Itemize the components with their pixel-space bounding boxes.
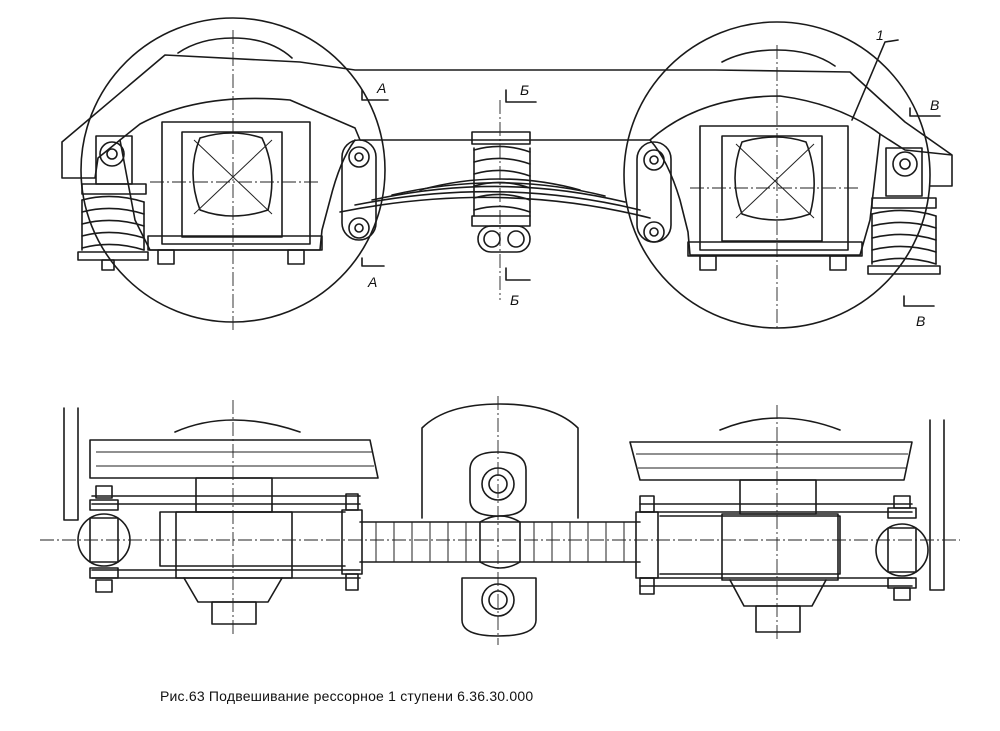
right-bolt-top	[639, 495, 655, 513]
section-marker-b: Б Б	[505, 82, 537, 308]
lower-tie-bar-left	[91, 569, 361, 579]
figure-caption: Рис.63 Подвешивание рессорное 1 ступени …	[160, 688, 534, 704]
left-bolt-top	[345, 493, 359, 511]
right-axle-box	[687, 125, 863, 271]
left-clamp	[341, 509, 363, 575]
upper-tie-bar-right	[639, 503, 913, 513]
svg-text:В: В	[930, 97, 939, 113]
beam-left	[159, 511, 346, 567]
central-leaf-spring-plan	[359, 515, 641, 569]
left-spring-bolt-bottom	[95, 579, 113, 593]
left-frame-plate	[63, 407, 79, 521]
right-spring-bolt-bottom	[893, 587, 911, 601]
left-wheel-plan	[89, 419, 379, 625]
svg-text:А: А	[376, 80, 386, 96]
lower-pin-eye	[461, 577, 537, 637]
svg-text:Б: Б	[510, 292, 519, 308]
bogie-frame	[61, 54, 953, 187]
upper-tie-bar-left	[91, 495, 361, 505]
plan-view	[40, 396, 960, 645]
left-coil-spring	[77, 135, 149, 271]
right-frame-plate	[929, 419, 945, 591]
section-marker-a: А А	[361, 80, 389, 290]
central-leaf-spring	[339, 131, 651, 253]
right-wheel-plan	[629, 417, 913, 633]
svg-text:В: В	[916, 313, 925, 329]
right-spring-bolt-top	[893, 495, 911, 509]
left-bolt-bottom	[345, 573, 359, 591]
right-coil-spring	[867, 147, 941, 275]
left-spring-link	[341, 139, 377, 241]
callout-1: 1	[851, 27, 899, 121]
svg-text:Б: Б	[520, 82, 529, 98]
lower-tie-bar-right	[639, 577, 913, 587]
left-coil-plan	[77, 499, 131, 579]
beam-right	[659, 515, 841, 575]
svg-text:1: 1	[876, 27, 884, 43]
side-elevation-view: А А Б Б В В 1	[61, 17, 953, 330]
right-coil-plan	[875, 507, 929, 589]
svg-text:А: А	[367, 274, 377, 290]
right-bolt-bottom	[639, 577, 655, 595]
left-spring-bolt-top	[95, 485, 113, 499]
section-marker-v: В В	[903, 97, 941, 329]
right-spring-link	[636, 141, 672, 243]
left-axle-box	[147, 121, 323, 265]
center-bracket	[421, 403, 579, 519]
